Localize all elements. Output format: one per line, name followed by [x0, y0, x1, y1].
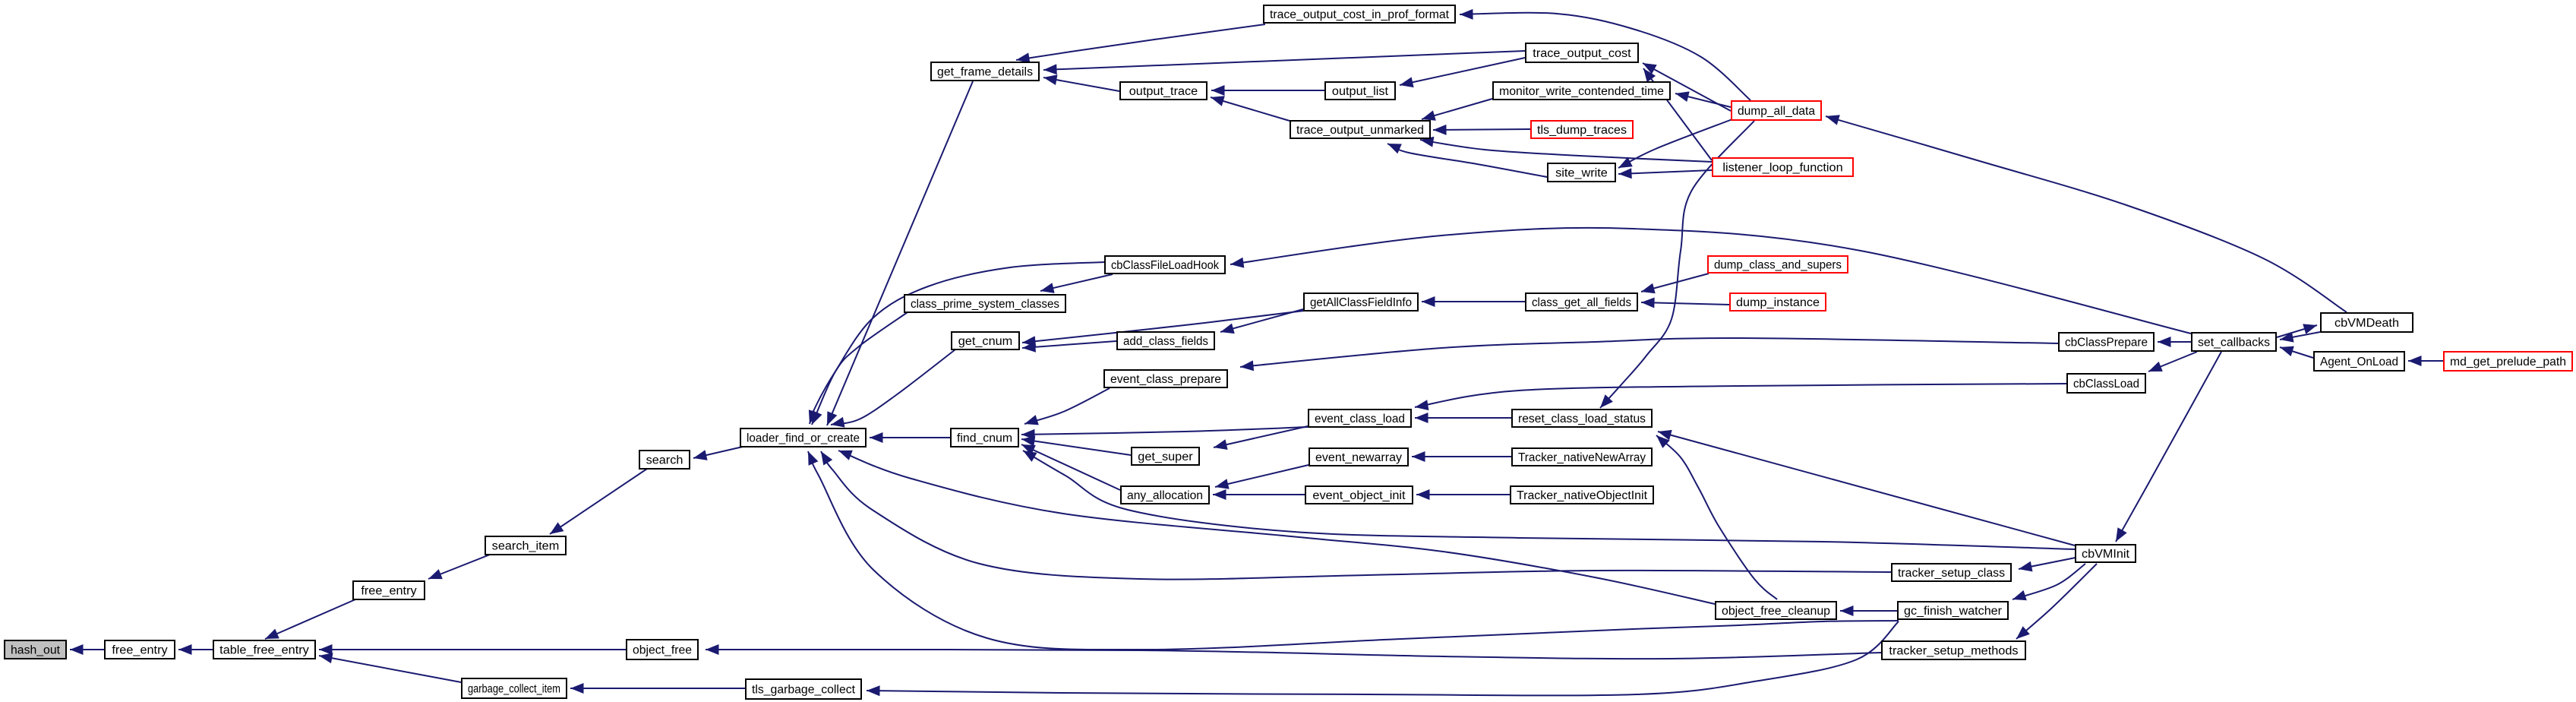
svg-text:reset_class_load_status: reset_class_load_status [1518, 413, 1646, 425]
svg-text:get_frame_details: get_frame_details [937, 66, 1033, 79]
svg-text:tls_dump_traces: tls_dump_traces [1537, 124, 1627, 137]
svg-text:event_object_init: event_object_init [1312, 489, 1406, 502]
svg-text:trace_output_unmarked: trace_output_unmarked [1296, 124, 1424, 137]
svg-text:cbClassLoad: cbClassLoad [2073, 378, 2139, 391]
svg-text:Agent_OnLoad: Agent_OnLoad [2320, 356, 2398, 368]
svg-text:tracker_setup_class: tracker_setup_class [1898, 567, 2005, 580]
svg-text:cbClassPrepare: cbClassPrepare [2065, 337, 2148, 349]
svg-text:set_callbacks: set_callbacks [2198, 337, 2270, 349]
svg-text:cbVMInit: cbVMInit [2082, 548, 2130, 561]
svg-text:dump_class_and_supers: dump_class_and_supers [1714, 259, 1842, 272]
svg-text:Tracker_nativeObjectInit: Tracker_nativeObjectInit [1517, 489, 1648, 502]
svg-text:free_entry: free_entry [361, 585, 417, 598]
svg-text:class_prime_system_classes: class_prime_system_classes [911, 298, 1059, 311]
svg-text:event_newarray: event_newarray [1315, 451, 1402, 464]
svg-text:any_allocation: any_allocation [1127, 489, 1203, 502]
svg-text:get_cnum: get_cnum [958, 335, 1013, 348]
svg-text:output_trace: output_trace [1129, 85, 1198, 98]
svg-text:table_free_entry: table_free_entry [219, 644, 309, 657]
svg-text:search_item: search_item [492, 540, 560, 553]
svg-text:trace_output_cost_in_prof_form: trace_output_cost_in_prof_format [1270, 8, 1450, 21]
svg-text:search: search [646, 454, 683, 467]
svg-text:dump_instance: dump_instance [1736, 296, 1820, 309]
svg-text:site_write: site_write [1555, 167, 1608, 180]
svg-text:listener_loop_function: listener_loop_function [1722, 162, 1842, 175]
svg-text:free_entry: free_entry [112, 644, 168, 657]
svg-text:object_free_cleanup: object_free_cleanup [1722, 605, 1830, 618]
svg-text:getAllClassFieldInfo: getAllClassFieldInfo [1310, 296, 1412, 309]
svg-text:hash_out: hash_out [11, 644, 61, 657]
svg-text:output_list: output_list [1332, 85, 1389, 98]
svg-text:Tracker_nativeNewArray: Tracker_nativeNewArray [1518, 451, 1646, 464]
svg-text:dump_all_data: dump_all_data [1738, 105, 1815, 118]
svg-text:monitor_write_contended_time: monitor_write_contended_time [1499, 85, 1664, 98]
svg-text:object_free: object_free [633, 644, 692, 657]
svg-text:gc_finish_watcher: gc_finish_watcher [1904, 605, 2002, 618]
svg-text:loader_find_or_create: loader_find_or_create [747, 432, 860, 445]
svg-text:event_class_prepare: event_class_prepare [1110, 373, 1221, 386]
svg-text:class_get_all_fields: class_get_all_fields [1532, 296, 1631, 309]
svg-text:garbage_collect_item: garbage_collect_item [468, 683, 560, 696]
svg-text:event_class_load: event_class_load [1315, 413, 1405, 425]
svg-text:cbClassFileLoadHook: cbClassFileLoadHook [1111, 259, 1219, 272]
svg-text:trace_output_cost: trace_output_cost [1533, 47, 1631, 60]
svg-text:add_class_fields: add_class_fields [1123, 335, 1208, 348]
svg-text:tracker_setup_methods: tracker_setup_methods [1889, 645, 2018, 658]
svg-text:find_cnum: find_cnum [957, 432, 1012, 445]
svg-text:get_super: get_super [1138, 451, 1192, 463]
svg-text:tls_garbage_collect: tls_garbage_collect [752, 684, 856, 697]
svg-text:cbVMDeath: cbVMDeath [2334, 317, 2399, 330]
svg-text:md_get_prelude_path: md_get_prelude_path [2450, 356, 2566, 368]
